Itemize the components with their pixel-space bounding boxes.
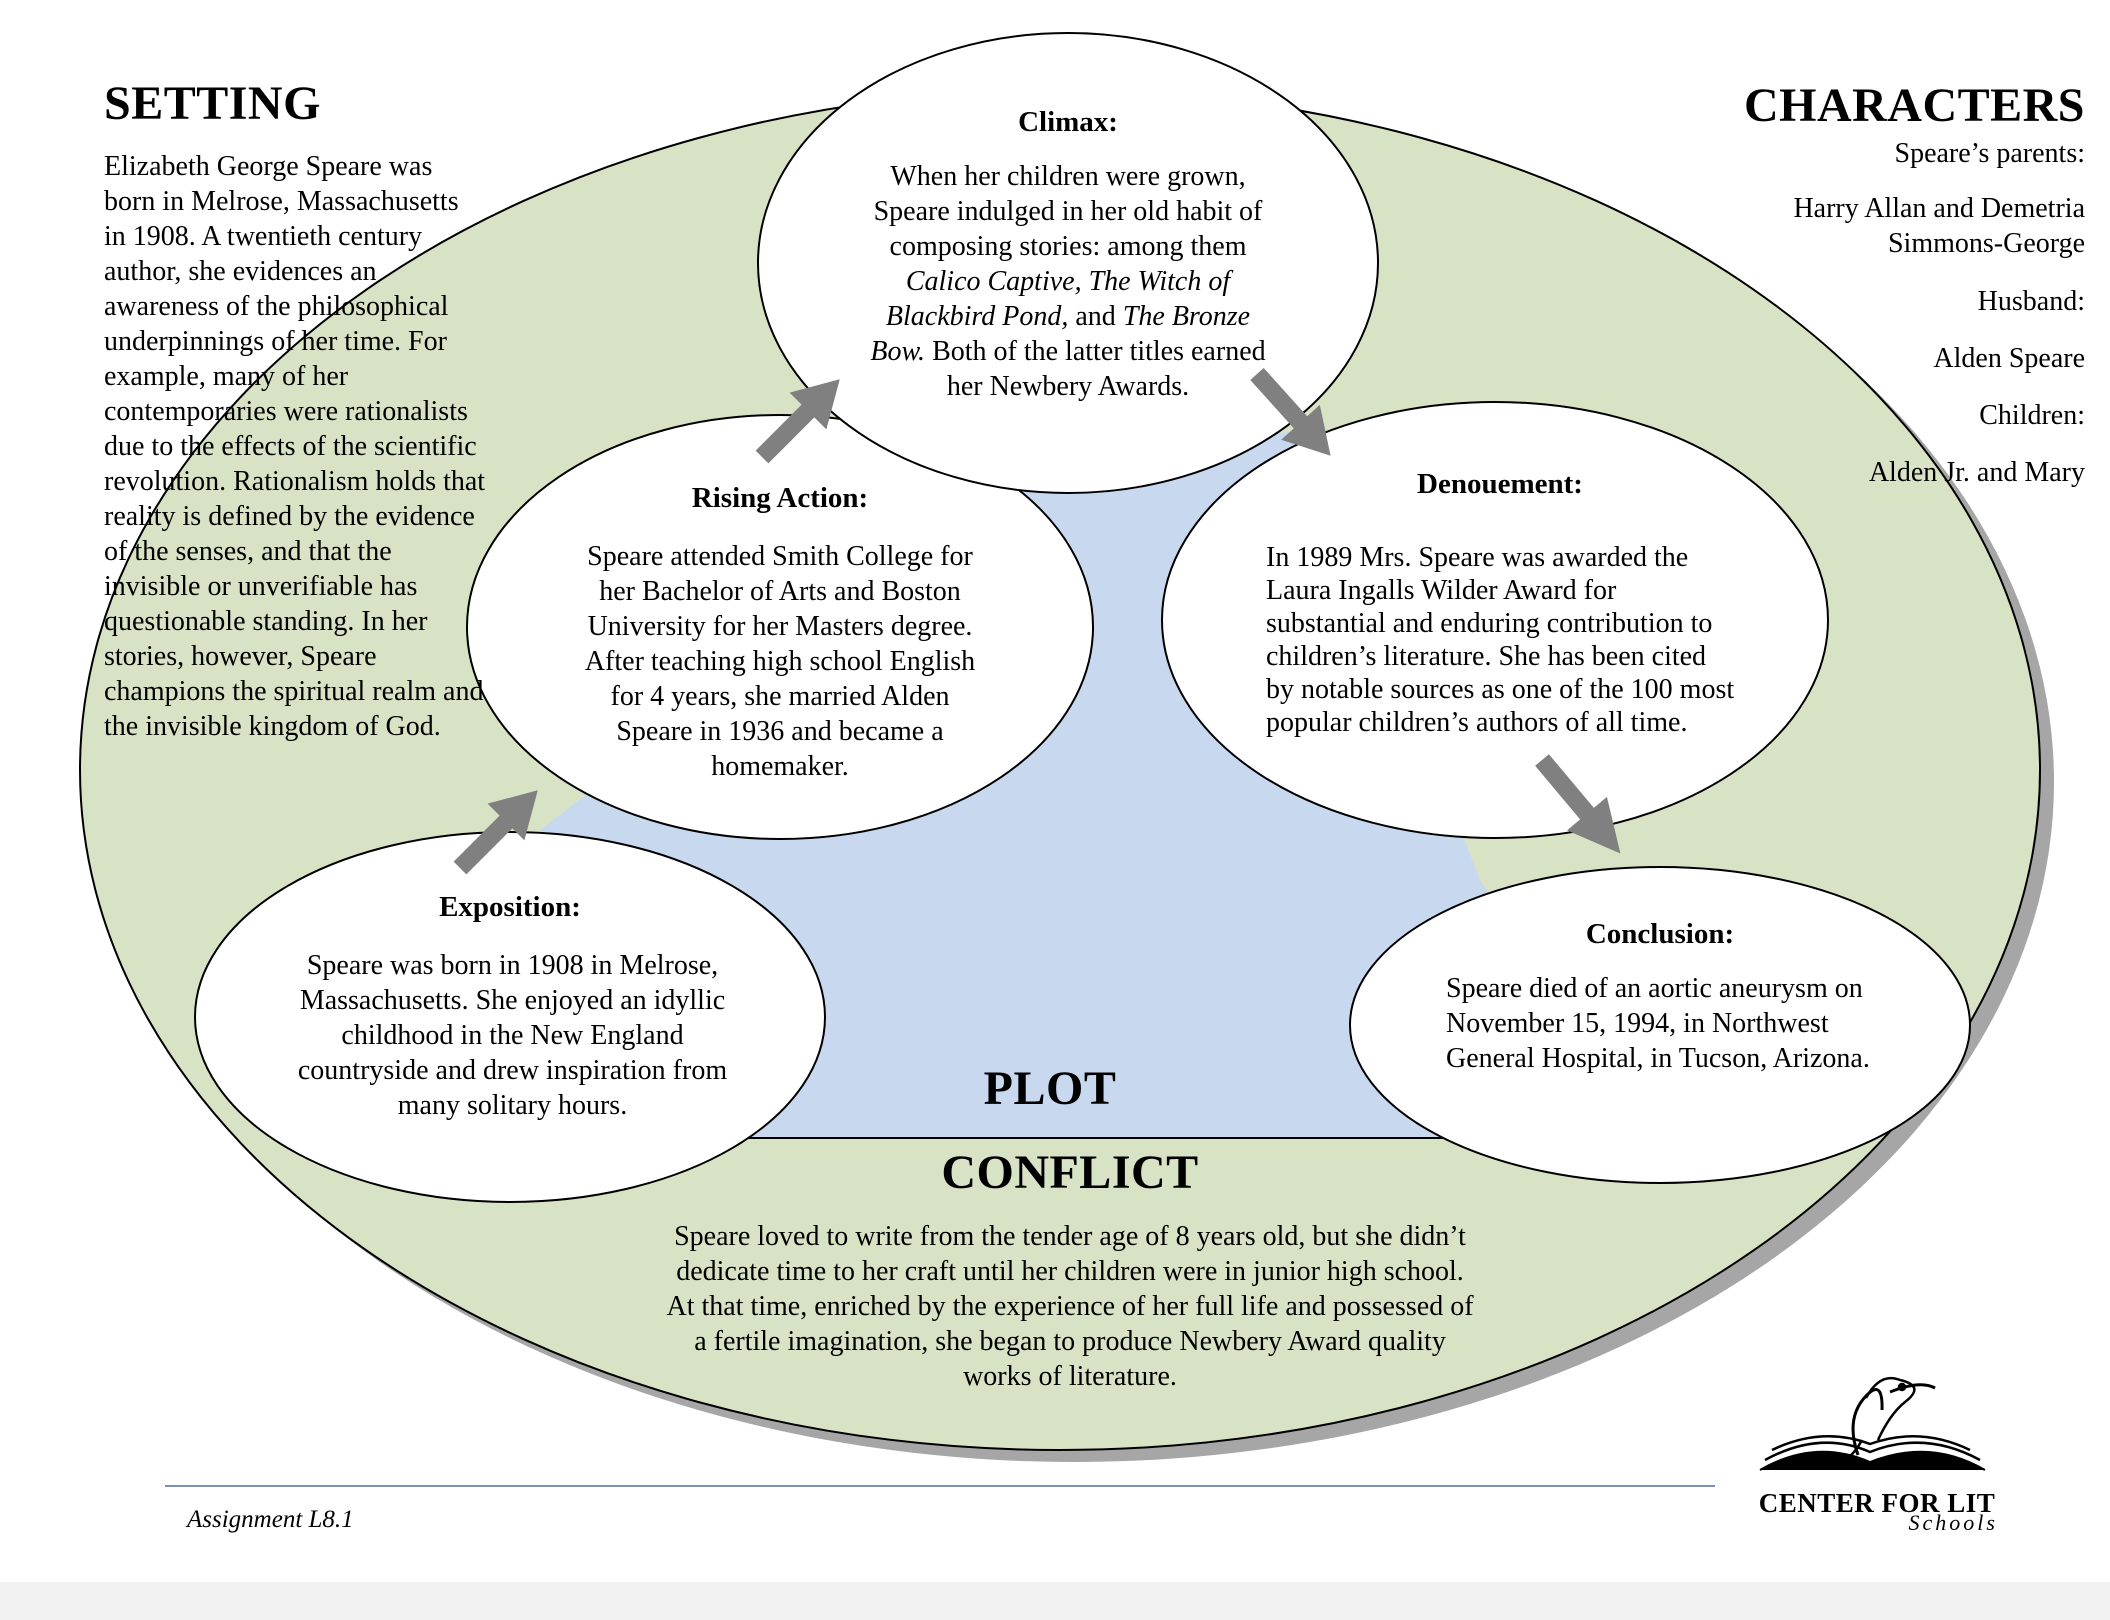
- logo-text-center-for-lit: CENTER FOR LIT: [1758, 1488, 1996, 1518]
- arrow-climax-to-denouement: [1250, 367, 1331, 456]
- exposition-oval: [194, 831, 826, 1203]
- characters-children-label: Children:: [1979, 400, 2085, 431]
- climax-line-3: composing stories: among them: [889, 231, 1247, 262]
- exposition-title: Exposition:: [439, 891, 581, 923]
- rising-action-oval: [466, 414, 1094, 840]
- setting-heading: SETTING: [104, 77, 321, 130]
- rising-action-text: Speare attended Smith College for her Ba…: [584, 541, 976, 782]
- arrow-rising-to-climax: [755, 379, 840, 464]
- center-for-lit-logo-mark: [1759, 1376, 1986, 1471]
- climax-line-1: When her children were grown,: [890, 161, 1246, 192]
- climax-title: Climax:: [1018, 106, 1118, 138]
- exposition-text: Speare was born in 1908 in Melrose, Mass…: [297, 950, 728, 1121]
- climax-line-7: her Newbery Awards.: [946, 371, 1190, 402]
- climax-line-2: Speare indulged in her old habit of: [873, 196, 1263, 227]
- climax-line-4: Calico Captive, The Witch of: [905, 266, 1231, 297]
- conflict-text: Speare loved to write from the tender ag…: [666, 1221, 1474, 1392]
- characters-parents-label: Speare’s parents:: [1894, 138, 2086, 169]
- climax-oval: [757, 32, 1379, 494]
- denouement-title: Denouement:: [1417, 468, 1583, 500]
- conflict-heading: CONFLICT: [941, 1146, 1199, 1199]
- rising-action-title: Rising Action:: [691, 482, 869, 514]
- denouement-oval: [1161, 401, 1829, 839]
- arrow-denouement-to-conclusion: [1535, 754, 1621, 854]
- page-bottom-strip: [0, 1582, 2110, 1620]
- climax-text: When her children were grown, Speare ind…: [848, 159, 1288, 404]
- characters-husband-value: Alden Speare: [1933, 343, 2085, 374]
- characters-husband-label: Husband:: [1977, 286, 2085, 317]
- arrow-exposition-to-rising: [453, 790, 538, 875]
- setting-text: Elizabeth George Speare was born in Melr…: [104, 151, 486, 742]
- denouement-text: In 1989 Mrs. Speare was awarded the Laur…: [1266, 542, 1735, 738]
- characters-parents-value: Harry Allan and Demetria Simmons-George: [1793, 193, 2085, 259]
- climax-line-5: Blackbird Pond, and The Bronze: [885, 301, 1251, 332]
- conclusion-oval: [1349, 866, 1971, 1184]
- logo-text-schools: Schools: [1908, 1510, 1998, 1535]
- assignment-label: Assignment L8.1: [187, 1506, 354, 1533]
- plot-label: PLOT: [983, 1062, 1117, 1115]
- characters-heading: CHARACTERS: [1743, 79, 2085, 132]
- conclusion-title: Conclusion:: [1585, 918, 1735, 950]
- conclusion-text: Speare died of an aortic aneurysm on Nov…: [1446, 973, 1870, 1074]
- characters-children-value: Alden Jr. and Mary: [1868, 457, 2085, 488]
- climax-line-6: Bow. Both of the latter titles earned: [870, 336, 1266, 367]
